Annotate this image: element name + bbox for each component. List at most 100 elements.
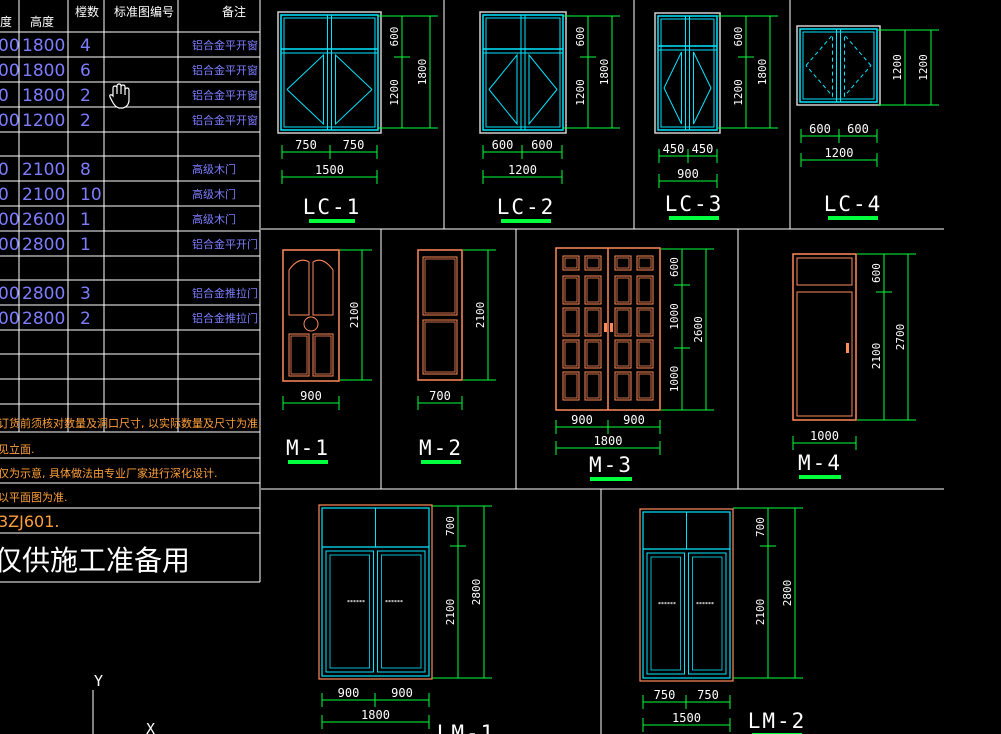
elevation-label: M-3: [589, 453, 633, 477]
door-panel-inner: [586, 277, 600, 303]
sliding-leaf-glass: [329, 554, 370, 669]
label-underline: [828, 216, 878, 220]
door-panel-inner: [564, 373, 578, 399]
dim-text: 900: [338, 686, 360, 700]
door-panel-inner: [564, 257, 578, 269]
dim-text: 900: [300, 389, 322, 403]
dim-text: 1800: [598, 59, 611, 86]
elevation-label: LC-4: [824, 192, 883, 216]
door-panel-inner: [586, 341, 600, 367]
cell-count: 3: [80, 284, 91, 304]
dim-text: 600: [732, 27, 745, 47]
sliding-leaf: [646, 552, 685, 675]
door-panel: [614, 307, 632, 337]
cell-count: 2: [80, 309, 91, 329]
door-panel: [584, 275, 602, 305]
door-panel: [562, 275, 580, 305]
cell-note: 铝合金推拉门: [192, 311, 258, 325]
cell-height: 1800: [22, 36, 65, 56]
dim-text: 700: [444, 516, 457, 536]
dim-text: 1800: [756, 59, 769, 86]
label-underline: [590, 477, 632, 481]
sliding-leaf-glass: [692, 556, 723, 671]
dim-text: 2800: [781, 580, 794, 607]
col-header-height: 高度: [30, 14, 54, 29]
cell-height: 1200: [22, 111, 65, 131]
dim-text: 2100: [348, 302, 361, 329]
door-handle: [610, 323, 613, 332]
door-handle: [604, 323, 607, 332]
dim-text: 900: [677, 167, 699, 181]
door-panel: [584, 339, 602, 369]
cell-width: 00: [0, 210, 20, 230]
door-panel: [636, 371, 654, 401]
label-underline: [501, 219, 551, 223]
cell-note: 铝合金平开门: [192, 237, 258, 251]
cell-width: 00: [0, 61, 20, 81]
cell-note: 铝合金平开窗: [192, 113, 258, 127]
cell-width: 0: [0, 86, 9, 106]
dim-text: 900: [623, 413, 645, 427]
label-underline: [288, 460, 328, 464]
cell-width: 00: [0, 309, 20, 329]
window-outer-frame: [796, 25, 881, 106]
ucs-y-label: Y: [94, 672, 103, 690]
dim-text: 1200: [825, 146, 854, 160]
door-panel-inner: [314, 335, 332, 375]
hand-pan-cursor: [109, 83, 130, 109]
dim-text: 2800: [470, 579, 483, 606]
cell-count: 2: [80, 111, 91, 131]
dim-text: 1200: [508, 163, 537, 177]
cell-width: 0: [0, 185, 9, 205]
cell-note: 铝合金推拉门: [192, 286, 258, 300]
window-inner-frame: [660, 18, 715, 128]
dim-text: 600: [668, 257, 681, 277]
door-panel-inner: [564, 309, 578, 335]
door-frame: [282, 249, 340, 382]
window-swing-indicator: [286, 53, 324, 126]
door-panel-inner: [638, 277, 652, 303]
door-panel: [562, 371, 580, 401]
cell-count: 2: [80, 86, 91, 106]
cell-note: 高级木门: [192, 162, 236, 176]
door-panel: [614, 339, 632, 369]
col-header-note: 备注: [222, 4, 246, 19]
dim-text: 1800: [416, 59, 429, 86]
dim-text: 600: [531, 138, 553, 152]
door-panel: [584, 307, 602, 337]
door-panel: [614, 255, 632, 271]
cell-width: 00: [0, 284, 20, 304]
door-panel: [584, 371, 602, 401]
window-swing-indicator: [488, 53, 518, 126]
note-line: 订货前须核对数量及洞口尺寸, 以实际数量及尺寸为准.: [0, 416, 262, 430]
door-panel: [636, 307, 654, 337]
elevation-label: LM-2: [748, 709, 807, 733]
cell-width: 0: [0, 160, 9, 180]
dim-text: 750: [295, 138, 317, 152]
door-panel: [422, 319, 458, 375]
dim-text: 600: [809, 122, 831, 136]
dim-text: 2100: [870, 343, 883, 370]
elevation-label: M-4: [798, 451, 842, 475]
door-panel-inner: [616, 309, 630, 335]
door-panel-inner: [564, 277, 578, 303]
dim-text: 2100: [474, 302, 487, 329]
dim-text: 1200: [732, 79, 745, 106]
door-panel-inner: [616, 341, 630, 367]
dim-text: 600: [388, 27, 401, 47]
dim-text: 1800: [594, 434, 623, 448]
cell-width: 00: [0, 235, 20, 255]
dim-text: 600: [847, 122, 869, 136]
dim-text: 1200: [388, 79, 401, 106]
door-panel-inner: [616, 373, 630, 399]
